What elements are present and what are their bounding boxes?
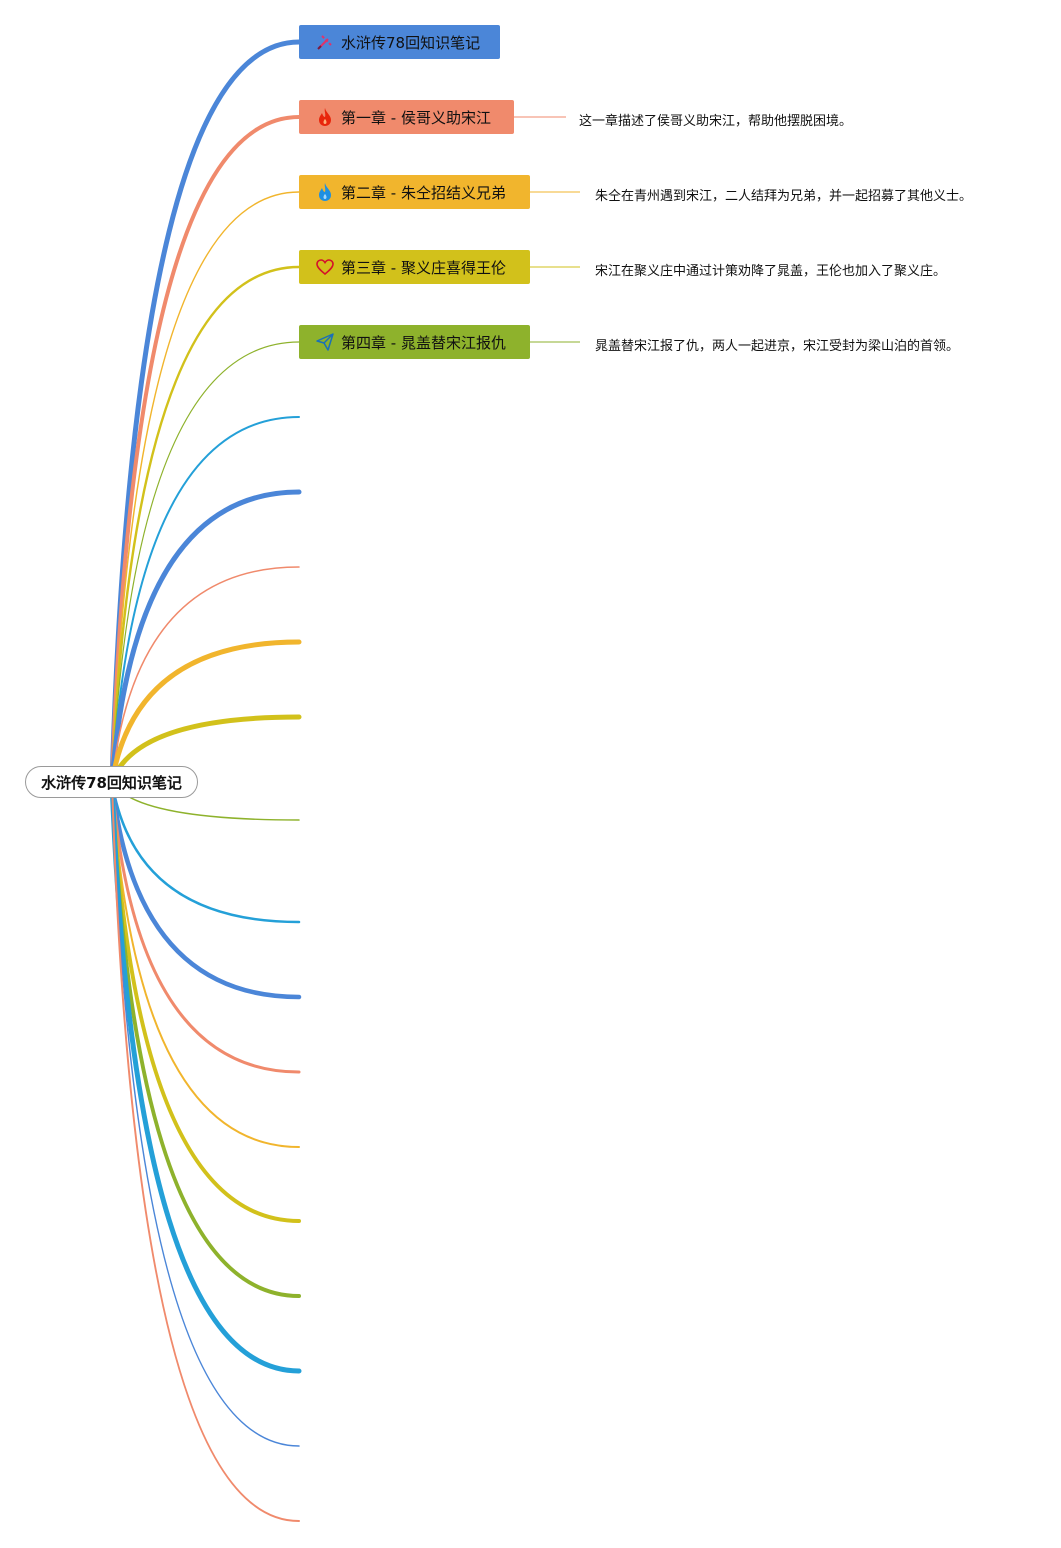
topic-label: 第一章 - 侯哥义助宋江 (341, 108, 491, 127)
branch-line-6 (109, 489, 302, 785)
note-chapter-4: 晁盖替宋江报了仇，两人一起进京，宋江受封为梁山泊的首领。 (595, 339, 960, 354)
root-topic[interactable]: 水浒传78回知识笔记 (25, 766, 198, 798)
branch-line-12 (109, 779, 302, 1000)
branch-line-2 (111, 191, 300, 783)
flame-icon (315, 182, 335, 202)
topic-title[interactable]: 水浒传78回知识笔记 (299, 25, 500, 59)
root-topic-label: 水浒传78回知识笔记 (41, 773, 182, 792)
fire-icon (315, 107, 335, 127)
paper-plane-icon (315, 332, 335, 352)
note-chapter-2: 朱仝在青州遇到宋江，二人结拜为兄弟，并一起招募了其他义士。 (595, 189, 973, 204)
branch-line-18 (111, 781, 300, 1447)
topic-label: 第二章 - 朱仝招结义兄弟 (341, 183, 506, 202)
branch-line-11 (110, 780, 301, 924)
topic-chapter-2[interactable]: 第二章 - 朱仝招结义兄弟 (299, 175, 530, 209)
note-chapter-1: 这一章描述了侯哥义助宋江，帮助他摆脱困境。 (579, 114, 853, 129)
branch-line-19 (111, 781, 300, 1522)
branch-line-17 (109, 779, 302, 1374)
sword-icon (315, 32, 335, 52)
branch-line-4 (111, 341, 300, 783)
heart-icon (315, 257, 335, 277)
branch-line-13 (110, 780, 301, 1074)
branch-line-5 (111, 416, 300, 783)
branch-line-3 (110, 265, 301, 784)
branch-line-15 (110, 780, 301, 1223)
topic-chapter-4[interactable]: 第四章 - 晁盖替宋江报仇 (299, 325, 530, 359)
topic-chapter-3[interactable]: 第三章 - 聚义庄喜得王伦 (299, 250, 530, 284)
branch-line-7 (111, 566, 300, 783)
branch-line-8 (109, 639, 302, 785)
topic-chapter-1[interactable]: 第一章 - 侯哥义助宋江 (299, 100, 514, 134)
branch-line-0 (109, 39, 302, 785)
branch-line-1 (110, 115, 301, 784)
topic-label: 第三章 - 聚义庄喜得王伦 (341, 258, 506, 277)
topic-label: 水浒传78回知识笔记 (341, 33, 481, 52)
topic-label: 第四章 - 晁盖替宋江报仇 (341, 333, 506, 352)
note-chapter-3: 宋江在聚义庄中通过计策劝降了晁盖，王伦也加入了聚义庄。 (595, 264, 947, 279)
